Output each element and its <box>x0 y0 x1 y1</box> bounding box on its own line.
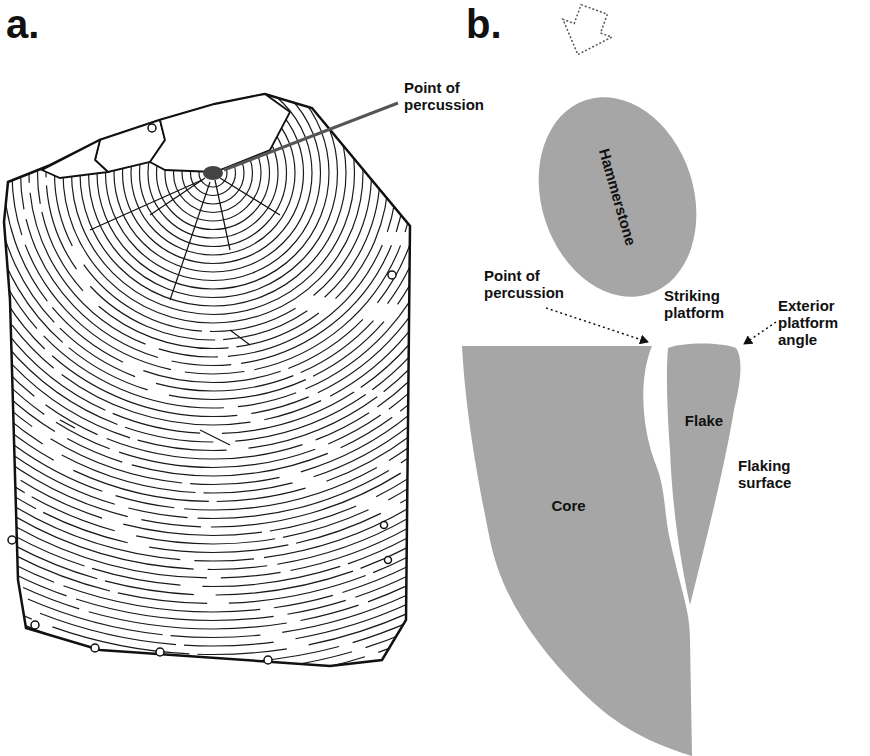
part-label: Point of percussion <box>404 80 499 114</box>
ripple-line <box>106 66 321 281</box>
ripple-line <box>0 0 448 408</box>
shape-fill <box>530 92 705 302</box>
ripple-line <box>0 0 533 493</box>
ripple-line <box>0 0 805 756</box>
ripple-line <box>21 0 406 366</box>
leader-line <box>744 322 776 344</box>
leader-line <box>546 308 648 342</box>
shape-fill <box>667 344 741 606</box>
panel-letter: a. <box>6 2 39 47</box>
ripple-line <box>0 0 516 476</box>
ripple-line <box>0 0 797 756</box>
ripple-line <box>89 49 338 298</box>
percussion-point <box>203 166 223 180</box>
ripple-line <box>0 0 508 468</box>
ripple-line <box>0 0 822 756</box>
ripple-line <box>131 91 295 255</box>
hammerstone-shape: Hammerstone <box>530 92 705 302</box>
ripple-line <box>80 40 346 306</box>
part-label: Point of percussion <box>484 268 579 302</box>
ripple-line <box>0 0 491 451</box>
ripple-line <box>38 0 389 349</box>
flake-shape: Flake <box>662 340 746 610</box>
ripple-line <box>114 74 312 272</box>
platform-facets <box>42 94 290 178</box>
ripple-line <box>0 0 814 756</box>
shape-label: Core <box>551 498 585 515</box>
core-outline <box>4 94 410 666</box>
shape-outline <box>662 340 746 610</box>
ripple-line <box>0 0 525 485</box>
core-shape: Core <box>460 340 696 756</box>
panel-letter: b. <box>466 2 502 47</box>
ripple-line <box>63 23 363 323</box>
ripple-line <box>0 0 831 756</box>
ripple-line <box>123 83 304 264</box>
ripple-line <box>0 0 440 400</box>
leader-line <box>224 103 398 170</box>
ripple-line <box>0 0 550 510</box>
ripple-line <box>0 0 499 459</box>
ripple-lines <box>0 0 831 756</box>
fissure-lines <box>60 178 280 445</box>
shape-outline <box>460 340 696 756</box>
part-label: Striking platform <box>664 288 744 322</box>
ripple-line <box>0 0 542 502</box>
edge-nicks <box>8 124 396 664</box>
shape-fill <box>462 346 692 756</box>
part-label: Exterior platform angle <box>778 298 863 348</box>
part-label: Flaking surface <box>738 458 818 492</box>
ripple-line <box>12 0 414 374</box>
ripple-line <box>0 0 431 391</box>
ripple-line <box>29 0 397 357</box>
ripple-line <box>0 0 465 425</box>
ripple-line <box>72 32 355 315</box>
ripple-line <box>4 0 423 383</box>
shape-label: Flake <box>685 413 723 430</box>
force-arrow <box>553 1 618 64</box>
ripple-line <box>97 57 329 289</box>
